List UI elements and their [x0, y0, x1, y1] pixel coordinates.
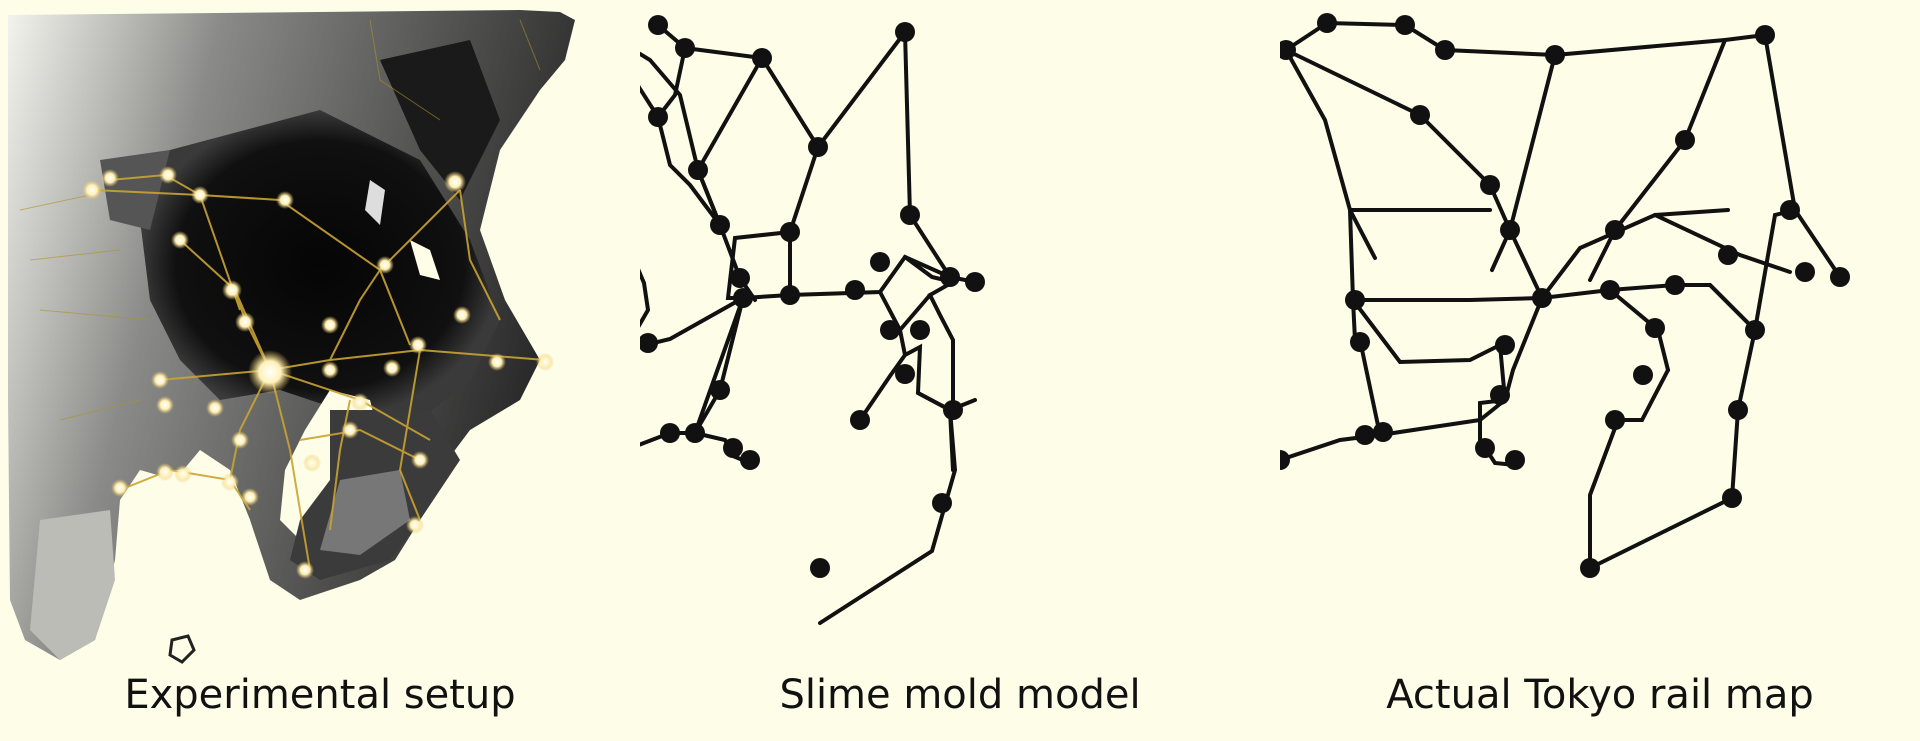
rail-edges: [1280, 20, 1842, 572]
experimental-setup-panel: Experimental setup: [0, 0, 640, 741]
kanto-region-map: [8, 10, 575, 664]
rail-glow-network: [91, 173, 546, 571]
tokyo-rail-map-panel: Actual Tokyo rail map: [1280, 0, 1920, 741]
caption-experimental-setup: Experimental setup: [124, 672, 516, 718]
slime-mold-model-panel: Slime mold model: [640, 0, 1280, 741]
slime-mold-network: [640, 15, 985, 625]
city-lights: [82, 166, 554, 579]
caption-slime-mold-model: Slime mold model: [779, 672, 1141, 718]
caption-tokyo-rail-map: Actual Tokyo rail map: [1386, 672, 1814, 718]
rail-nodes: [1280, 13, 1850, 578]
network-nodes: [640, 15, 985, 578]
tokyo-rail-network: [1280, 13, 1850, 578]
